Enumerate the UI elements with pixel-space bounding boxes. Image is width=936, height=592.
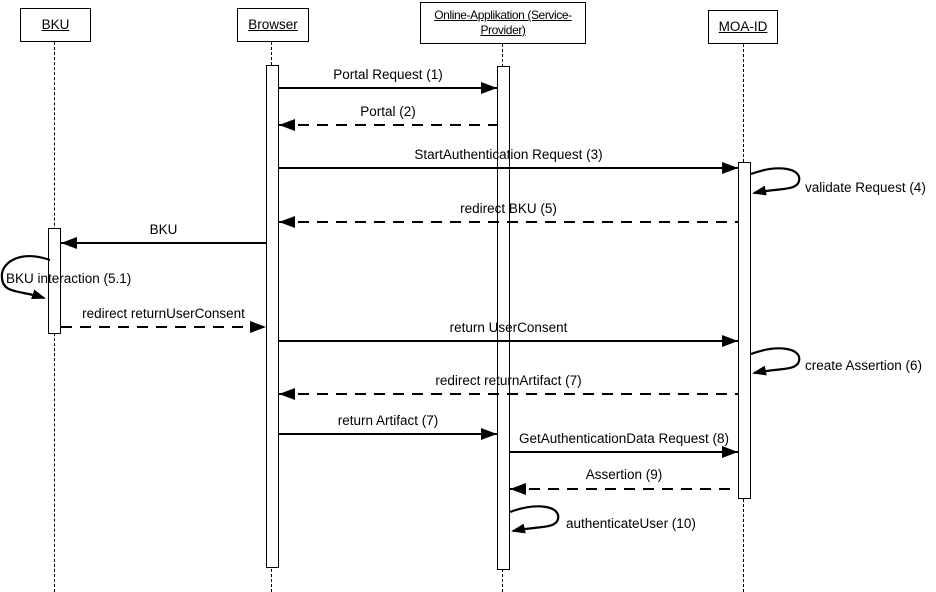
return-artifact-arrow <box>279 428 497 440</box>
arrowhead-right-icon <box>481 428 497 440</box>
bku-interaction-label: BKU interaction (5.1) <box>6 271 132 286</box>
redirect-return-artifact-label: redirect returnArtifact (7) <box>435 373 582 388</box>
redirect-return-user-consent-arrow <box>61 321 266 333</box>
arrowhead-right-icon <box>722 446 738 458</box>
redirect-return-artifact-arrow <box>279 388 738 400</box>
actor-label-online-applikation-line1: Online-Applikation (Service- <box>434 8 572 22</box>
get-authentication-data-request-label: GetAuthenticationData Request (8) <box>518 431 730 446</box>
validate-request-label: validate Request (4) <box>805 180 926 195</box>
arrowhead-left-icon <box>279 388 295 400</box>
portal-request-label: Portal Request (1) <box>333 67 443 82</box>
create-assertion-self-loop <box>750 347 801 376</box>
activation-bar-bku <box>48 228 61 334</box>
actor-label-online-applikation-line2: Provider) <box>480 23 526 37</box>
activation-bar-browser <box>266 65 279 568</box>
arrowhead-left-icon <box>279 119 295 131</box>
arrowhead-right-icon <box>481 82 497 94</box>
assertion-return-arrow <box>510 483 738 495</box>
authenticate-user-label: authenticateUser (10) <box>566 516 696 531</box>
get-authentication-data-request-arrow <box>510 446 738 458</box>
validate-request-self-loop <box>750 167 801 196</box>
activation-bar-online-applikation <box>497 66 510 570</box>
start-authentication-request-label: StartAuthentication Request (3) <box>414 147 603 162</box>
portal-return-label: Portal (2) <box>360 104 416 119</box>
return-user-consent-arrow <box>279 335 738 347</box>
portal-request-arrow <box>279 82 497 94</box>
redirect-return-user-consent-label: redirect returnUserConsent <box>82 306 245 321</box>
start-authentication-request-arrow <box>279 162 738 174</box>
arrowhead-right-icon <box>250 321 266 333</box>
actor-box-online-applikation: Online-Applikation (Service- Provider) <box>420 2 586 44</box>
activation-bar-moa-id <box>738 162 751 499</box>
arrowhead-left-icon <box>279 216 295 228</box>
portal-return-arrow <box>279 119 497 131</box>
actor-label-moa-id: MOA-ID <box>718 18 768 34</box>
return-user-consent-label: return UserConsent <box>449 320 568 335</box>
redirect-bku-label: redirect BKU (5) <box>460 201 557 216</box>
arrowhead-left-icon <box>510 483 526 495</box>
actor-box-bku: BKU <box>20 8 91 42</box>
arrowhead-right-icon <box>722 335 738 347</box>
bku-interaction-self-loop <box>0 255 51 300</box>
actor-box-moa-id: MOA-ID <box>708 10 778 44</box>
bku-label: BKU <box>149 222 178 237</box>
bku-arrow <box>61 237 266 249</box>
authenticate-user-self-loop <box>509 505 560 534</box>
arrowhead-right-icon <box>722 162 738 174</box>
arrowhead-left-icon <box>61 237 77 249</box>
actor-label-bku: BKU <box>41 16 70 32</box>
redirect-bku-arrow <box>279 216 738 228</box>
return-artifact-label: return Artifact (7) <box>337 413 439 428</box>
create-assertion-label: create Assertion (6) <box>805 358 923 373</box>
actor-label-browser: Browser <box>248 16 298 32</box>
actor-box-browser: Browser <box>237 8 309 42</box>
assertion-return-label: Assertion (9) <box>585 467 663 482</box>
